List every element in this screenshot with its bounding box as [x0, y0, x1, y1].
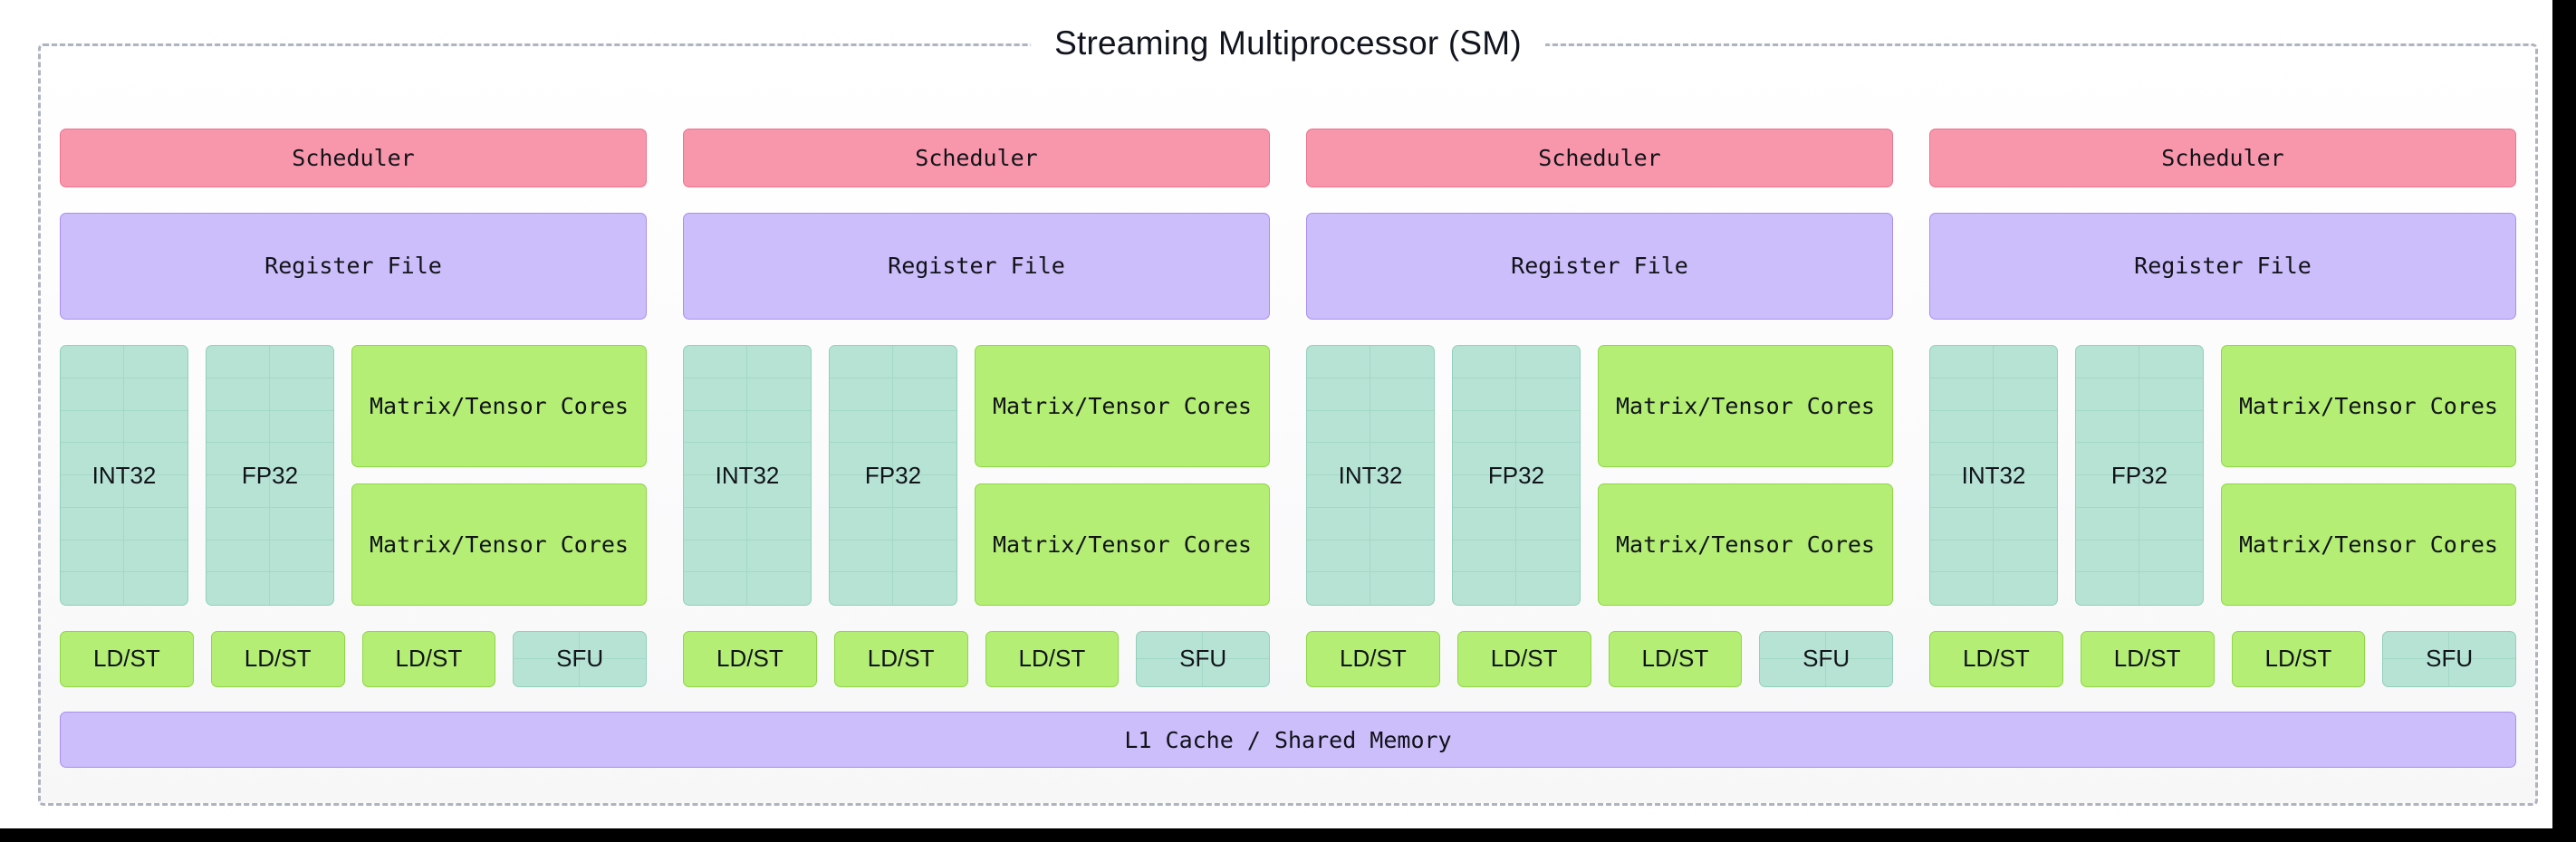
- tensor-core-1a[interactable]: Matrix/Tensor Cores: [351, 345, 647, 467]
- int32-lane-2[interactable]: INT32: [683, 345, 812, 606]
- fp32-lane-1[interactable]: FP32: [206, 345, 334, 606]
- processing-block-1: Scheduler Register File INT32 FP32: [60, 129, 647, 708]
- register-file-block-2[interactable]: Register File: [683, 213, 1270, 320]
- sfu-cell-grid-4: [2383, 632, 2515, 686]
- core-row-4: INT32 FP32 Matrix/Tensor Cores Matrix/Te…: [1929, 345, 2516, 606]
- register-file-block-1[interactable]: Register File: [60, 213, 647, 320]
- int32-lane-1[interactable]: INT32: [60, 345, 188, 606]
- fp32-cell-grid-2: [830, 346, 956, 605]
- scheduler-block-2[interactable]: Scheduler: [683, 129, 1270, 187]
- scheduler-block-4[interactable]: Scheduler: [1929, 129, 2516, 187]
- ldst-unit-1c[interactable]: LD/ST: [361, 631, 496, 687]
- tensor-core-stack-1: Matrix/Tensor Cores Matrix/Tensor Cores: [351, 345, 647, 606]
- int32-cell-grid-1: [61, 346, 187, 605]
- tensor-core-3b[interactable]: Matrix/Tensor Cores: [1598, 483, 1893, 606]
- processing-block-4: Scheduler Register File INT32 FP32: [1929, 129, 2516, 708]
- tensor-core-4b[interactable]: Matrix/Tensor Cores: [2221, 483, 2516, 606]
- int32-label-1: INT32: [91, 461, 157, 489]
- bottom-border-band: [0, 828, 2576, 842]
- core-row-3: INT32 FP32 Matrix/Tensor Cores Matrix/Te…: [1306, 345, 1893, 606]
- tensor-core-2a[interactable]: Matrix/Tensor Cores: [975, 345, 1270, 467]
- unit-row-2: LD/ST LD/ST LD/ST SFU: [683, 631, 1270, 687]
- ldst-unit-2a[interactable]: LD/ST: [683, 631, 817, 687]
- ldst-unit-4a[interactable]: LD/ST: [1929, 631, 2063, 687]
- sfu-label-1: SFU: [556, 645, 604, 673]
- processing-block-grid: Scheduler Register File INT32 FP32: [60, 129, 2516, 708]
- tensor-core-1b[interactable]: Matrix/Tensor Cores: [351, 483, 647, 606]
- tensor-core-2b[interactable]: Matrix/Tensor Cores: [975, 483, 1270, 606]
- fp32-cell-grid-4: [2076, 346, 2203, 605]
- processing-block-2: Scheduler Register File INT32 FP32: [683, 129, 1270, 708]
- fp32-label-3: FP32: [1487, 461, 1545, 489]
- int32-lane-3[interactable]: INT32: [1306, 345, 1435, 606]
- fp32-label-2: FP32: [864, 461, 922, 489]
- sfu-cell-grid-3: [1760, 632, 1892, 686]
- ldst-unit-2b[interactable]: LD/ST: [833, 631, 968, 687]
- fp32-lane-2[interactable]: FP32: [829, 345, 957, 606]
- sfu-unit-3[interactable]: SFU: [1759, 631, 1893, 687]
- ldst-unit-2c[interactable]: LD/ST: [985, 631, 1120, 687]
- fp32-label-1: FP32: [241, 461, 299, 489]
- scheduler-block-3[interactable]: Scheduler: [1306, 129, 1893, 187]
- int32-cell-grid-4: [1930, 346, 2057, 605]
- sfu-unit-1[interactable]: SFU: [513, 631, 647, 687]
- core-row-1: INT32 FP32 Matrix/Tensor Cores Matrix/Te…: [60, 345, 647, 606]
- sfu-cell-grid-1: [514, 632, 646, 686]
- ldst-unit-4c[interactable]: LD/ST: [2231, 631, 2366, 687]
- sfu-unit-2[interactable]: SFU: [1136, 631, 1270, 687]
- tensor-core-stack-4: Matrix/Tensor Cores Matrix/Tensor Cores: [2221, 345, 2516, 606]
- unit-row-3: LD/ST LD/ST LD/ST SFU: [1306, 631, 1893, 687]
- tensor-core-stack-3: Matrix/Tensor Cores Matrix/Tensor Cores: [1598, 345, 1893, 606]
- fp32-lane-4[interactable]: FP32: [2075, 345, 2204, 606]
- sfu-cell-grid-2: [1137, 632, 1269, 686]
- right-border-band: [2552, 0, 2576, 842]
- fp32-cell-grid-3: [1453, 346, 1580, 605]
- int32-cell-grid-3: [1307, 346, 1434, 605]
- scheduler-block-1[interactable]: Scheduler: [60, 129, 647, 187]
- int32-label-3: INT32: [1338, 461, 1403, 489]
- tensor-core-stack-2: Matrix/Tensor Cores Matrix/Tensor Cores: [975, 345, 1270, 606]
- core-row-2: INT32 FP32 Matrix/Tensor Cores Matrix/Te…: [683, 345, 1270, 606]
- unit-row-1: LD/ST LD/ST LD/ST SFU: [60, 631, 647, 687]
- l1-cache-shared-memory-bar[interactable]: L1 Cache / Shared Memory: [60, 712, 2516, 768]
- int32-cell-grid-2: [684, 346, 811, 605]
- ldst-unit-3b[interactable]: LD/ST: [1456, 631, 1591, 687]
- sfu-label-2: SFU: [1179, 645, 1227, 673]
- int32-lane-4[interactable]: INT32: [1929, 345, 2058, 606]
- ldst-unit-1b[interactable]: LD/ST: [210, 631, 345, 687]
- ldst-unit-3c[interactable]: LD/ST: [1608, 631, 1743, 687]
- register-file-block-4[interactable]: Register File: [1929, 213, 2516, 320]
- tensor-core-4a[interactable]: Matrix/Tensor Cores: [2221, 345, 2516, 467]
- fp32-label-4: FP32: [2110, 461, 2168, 489]
- int32-label-2: INT32: [715, 461, 780, 489]
- sfu-unit-4[interactable]: SFU: [2382, 631, 2516, 687]
- processing-block-3: Scheduler Register File INT32 FP32: [1306, 129, 1893, 708]
- ldst-unit-4b[interactable]: LD/ST: [2080, 631, 2215, 687]
- sfu-label-3: SFU: [1802, 645, 1850, 673]
- tensor-core-3a[interactable]: Matrix/Tensor Cores: [1598, 345, 1893, 467]
- fp32-lane-3[interactable]: FP32: [1452, 345, 1581, 606]
- fp32-cell-grid-1: [207, 346, 333, 605]
- int32-label-4: INT32: [1961, 461, 2026, 489]
- page-title: Streaming Multiprocessor (SM): [1031, 24, 1545, 62]
- sfu-label-4: SFU: [2426, 645, 2474, 673]
- unit-row-4: LD/ST LD/ST LD/ST SFU: [1929, 631, 2516, 687]
- ldst-unit-3a[interactable]: LD/ST: [1306, 631, 1440, 687]
- ldst-unit-1a[interactable]: LD/ST: [60, 631, 194, 687]
- register-file-block-3[interactable]: Register File: [1306, 213, 1893, 320]
